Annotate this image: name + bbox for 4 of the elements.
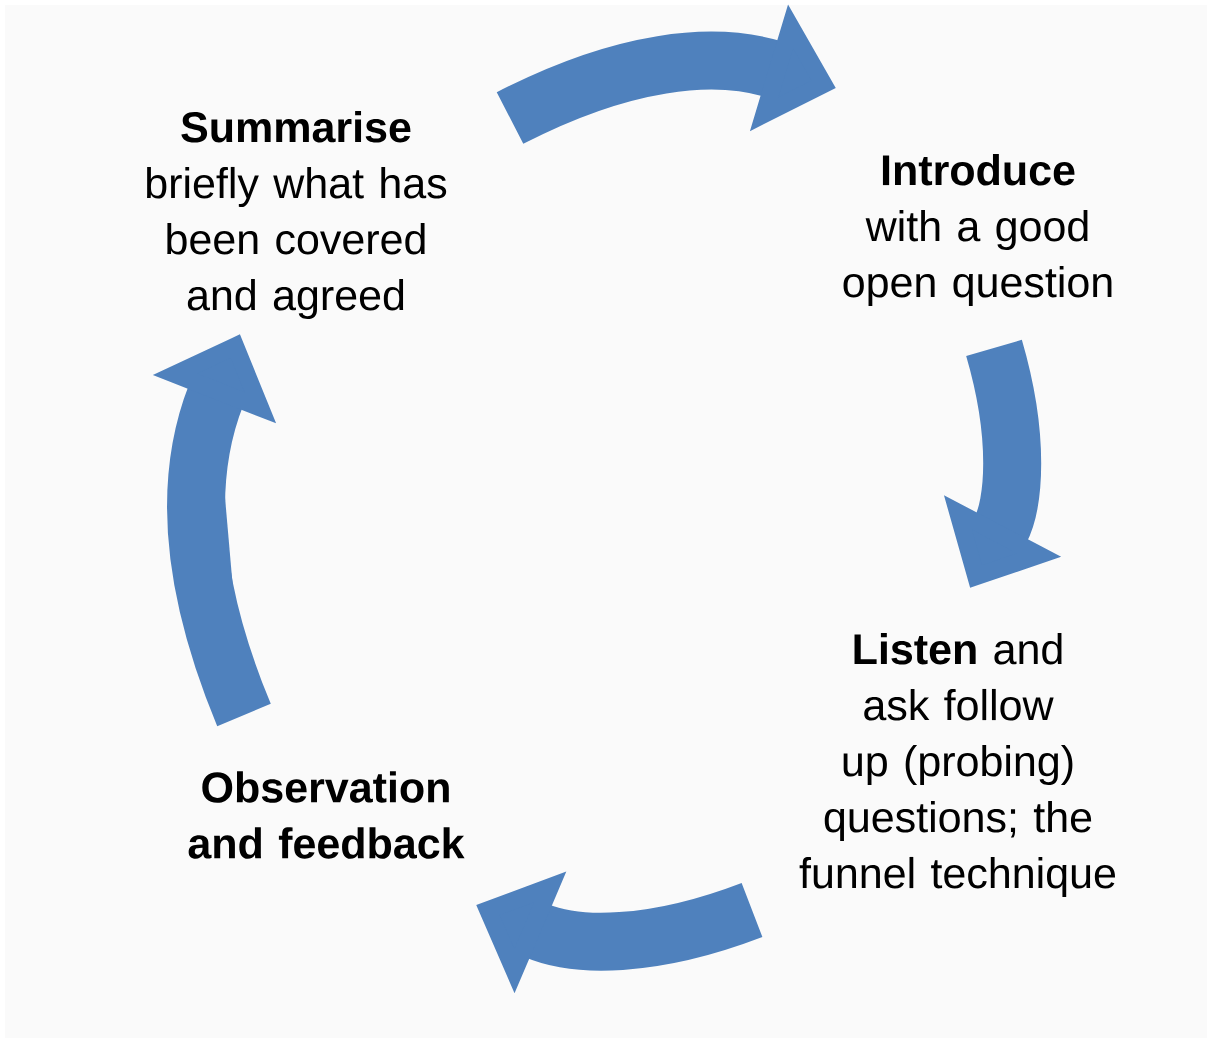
step-text: Summarise briefly what has been covered and agreed xyxy=(147,110,447,319)
step-text: Listen and ask follow up (probing) questions; the funnel technique xyxy=(799,632,1115,897)
step-text: Introduce with a good open question xyxy=(843,153,1112,306)
step-text: Observation and feedback xyxy=(188,771,465,859)
